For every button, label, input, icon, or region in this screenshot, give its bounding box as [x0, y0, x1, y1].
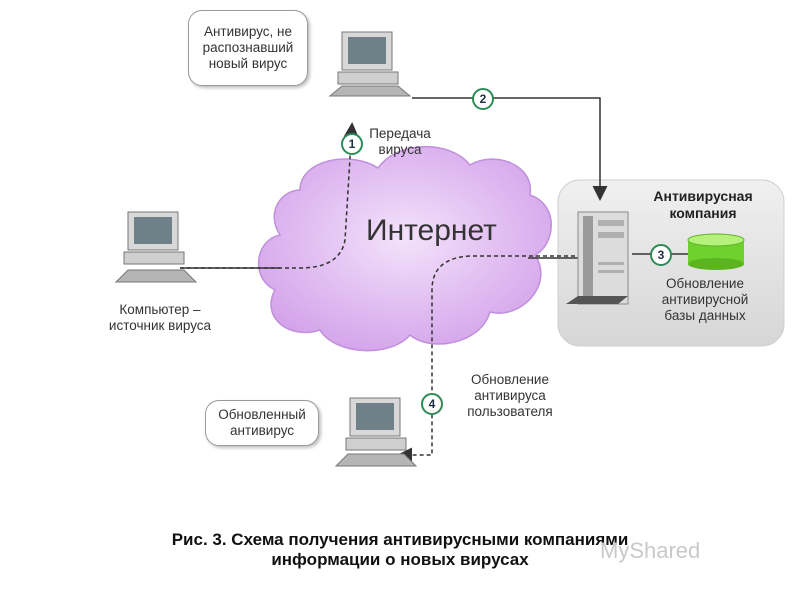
watermark: MyShared — [600, 538, 701, 563]
company-title: Антивирусная компания — [628, 188, 778, 222]
db-update-line-2: антивирусной — [661, 292, 749, 307]
bubble-updated-antivirus: Обновленный антивирус — [205, 400, 319, 446]
bubble-old-antivirus: Антивирус, не распознавший новый вирус — [188, 10, 308, 86]
step-4-marker: 4 — [421, 393, 443, 415]
source-label: Компьютер – источник вируса — [90, 302, 230, 334]
step-3-marker: 3 — [650, 244, 672, 266]
source-label-line-2: источник вируса — [108, 318, 212, 333]
computer-top-icon — [328, 31, 412, 97]
bubble-top-line-1: Антивирус, не — [203, 24, 293, 39]
figure-caption: Рис. 3. Схема получения антивирусными ко… — [60, 530, 740, 570]
user-update-line-2: антивируса — [474, 388, 546, 403]
user-update-label: Обновление антивируса пользователя — [450, 372, 570, 420]
server-icon — [566, 211, 629, 305]
bubble-top-line-2: распознавший — [202, 40, 294, 55]
internet-cloud — [258, 145, 552, 352]
db-update-line-1: Обновление — [666, 276, 744, 291]
company-title-line-2: компания — [669, 205, 737, 221]
step-1-marker: 1 — [341, 133, 363, 155]
arrow-2 — [412, 97, 608, 201]
bubble-top-line-3: новый вирус — [208, 56, 288, 71]
bubble-bottom-line-2: антивирус — [229, 423, 295, 438]
bubble-bottom-line-1: Обновленный — [218, 407, 306, 422]
dashed-path-update — [397, 255, 582, 463]
source-label-line-1: Компьютер – — [119, 302, 201, 317]
dashed-path-transfer — [180, 122, 359, 269]
company-title-line-1: Антивирусная — [653, 188, 753, 204]
caption-line-1: Рис. 3. Схема получения антивирусными ко… — [171, 530, 629, 549]
transfer-label-line-1: Передача — [369, 126, 431, 141]
computer-updated-icon — [334, 397, 418, 467]
caption-line-2: информации о новых вирусах — [271, 550, 529, 569]
step-2-marker: 2 — [472, 88, 494, 110]
internet-label: Интернет — [366, 214, 497, 247]
transfer-label-line-2: вируса — [378, 142, 422, 157]
user-update-line-3: пользователя — [467, 404, 553, 419]
transfer-label: Передача вируса — [362, 126, 438, 158]
computer-source-icon — [114, 211, 198, 283]
database-icon — [687, 233, 745, 270]
db-update-line-3: базы данных — [664, 308, 746, 323]
db-update-label: Обновление антивирусной базы данных — [645, 276, 765, 324]
user-update-line-1: Обновление — [471, 372, 549, 387]
